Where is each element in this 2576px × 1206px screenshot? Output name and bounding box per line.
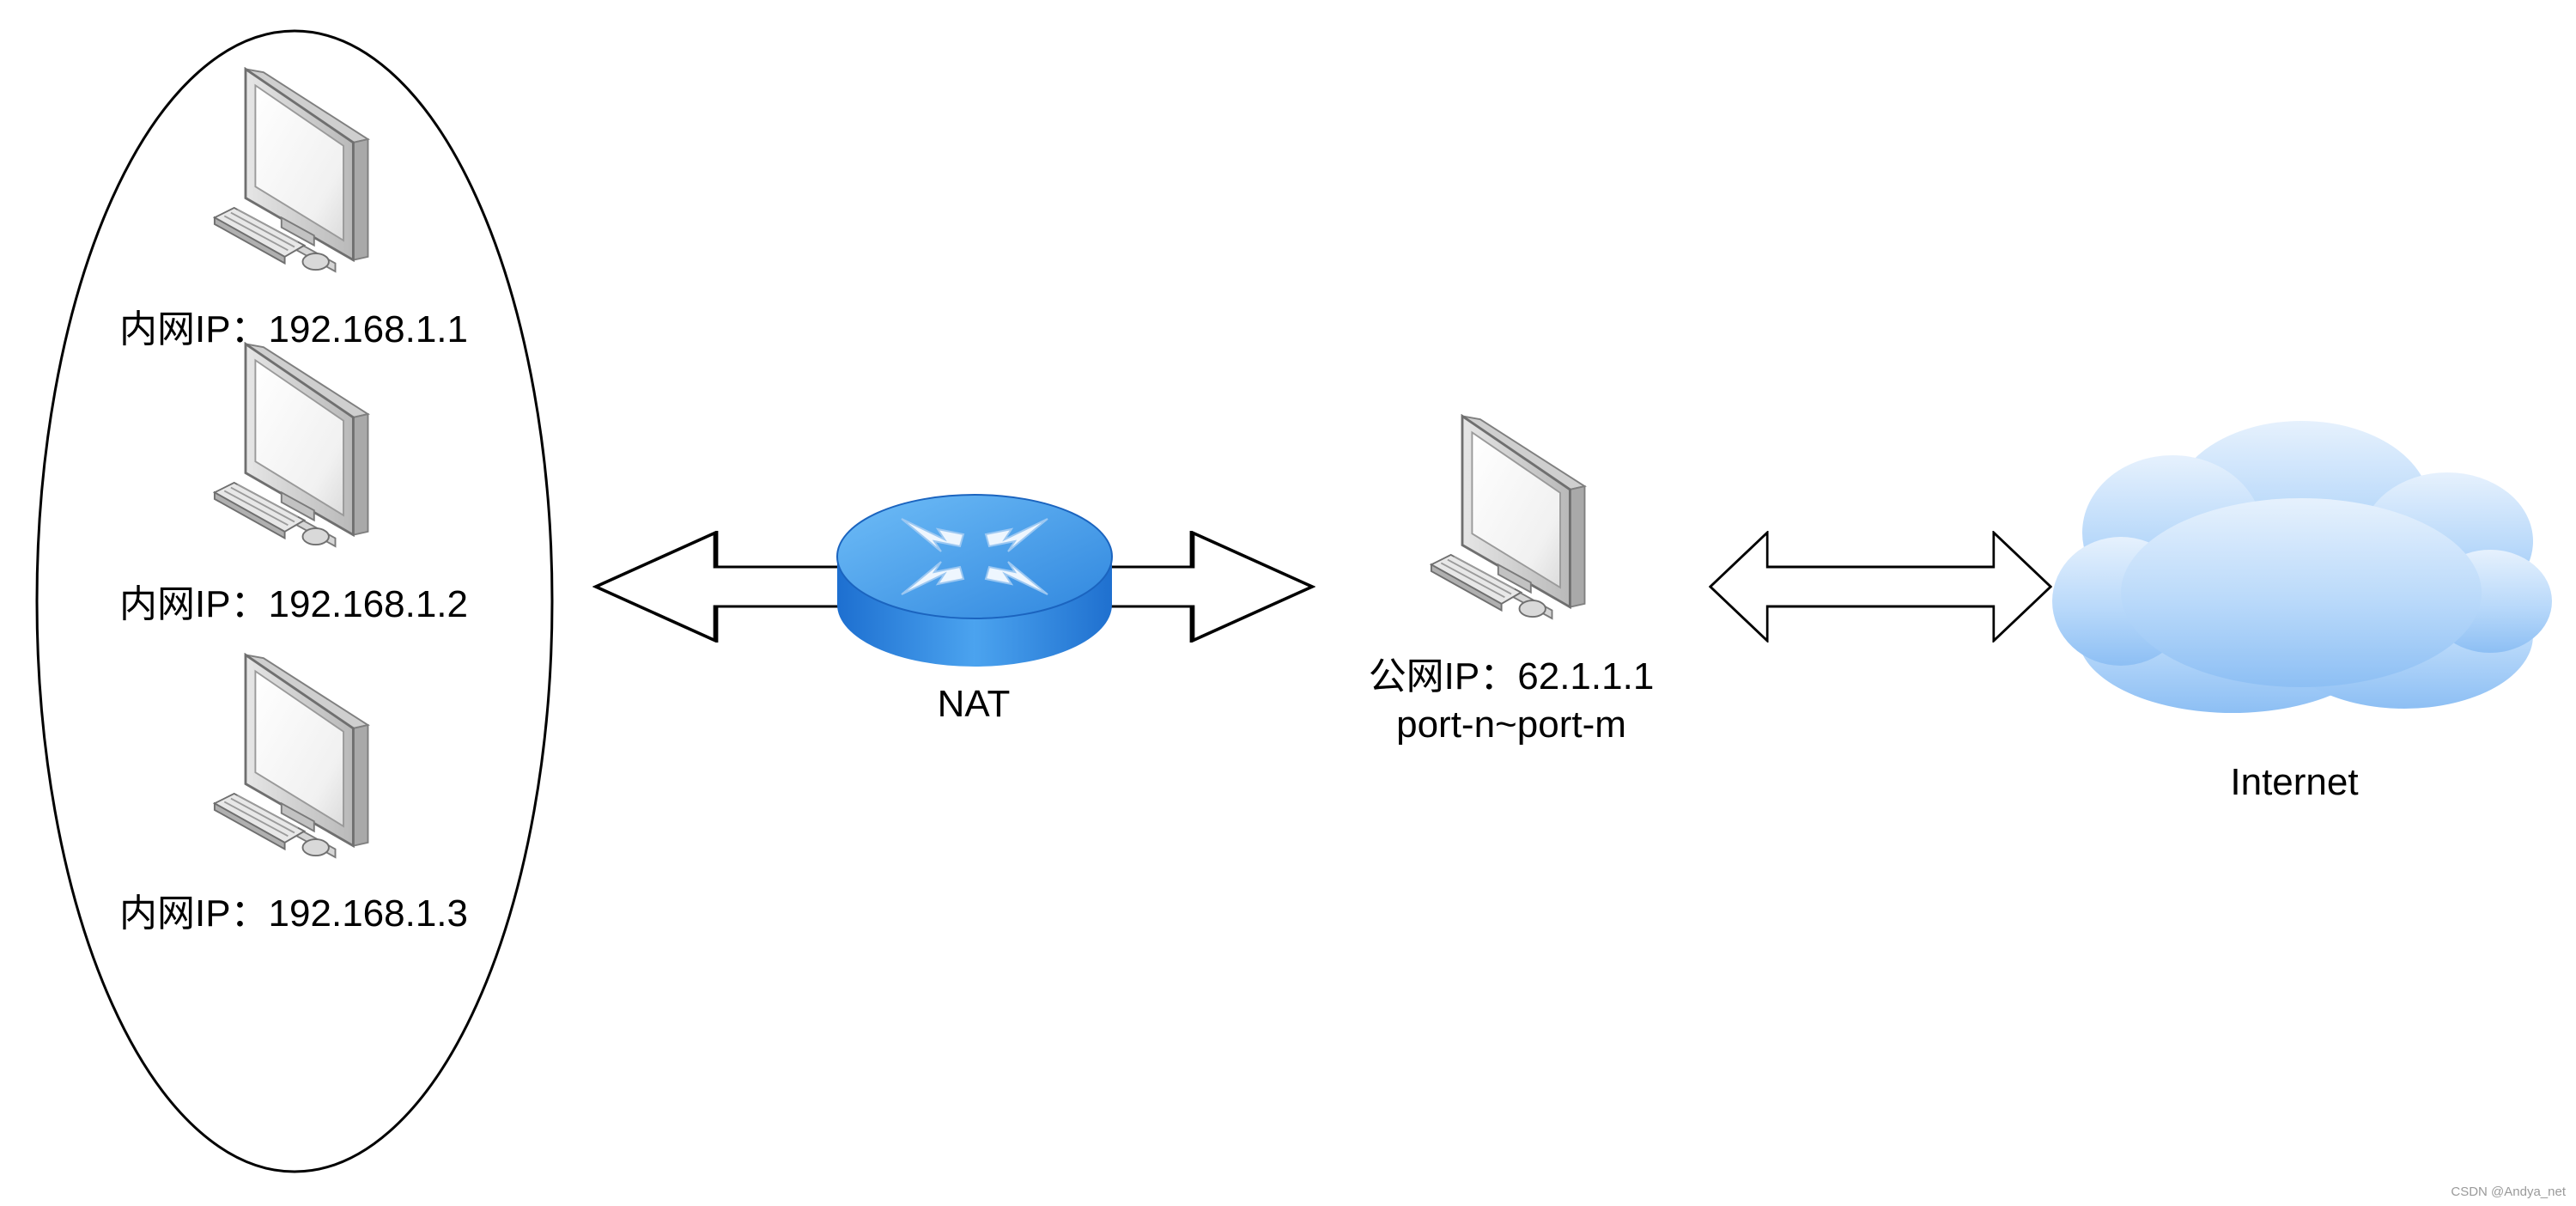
computer-icon [213, 342, 369, 548]
cloud-icon [2052, 421, 2552, 713]
computer-icon [1430, 414, 1586, 620]
router-icon [836, 494, 1113, 667]
internet-cloud: Internet [2052, 421, 2552, 803]
internet-label: Internet [2230, 761, 2358, 803]
host-2: 内网IP：192.168.1.2 [119, 342, 468, 625]
lan-group-ellipse [35, 29, 554, 1173]
host-1: 内网IP：192.168.1.1 [119, 67, 468, 350]
host-3: 内网IP：192.168.1.3 [119, 653, 468, 935]
public-host: 公网IP：62.1.1.1 port-n~port-m [1369, 414, 1655, 746]
nat-router: NAT [836, 494, 1113, 725]
public-ip-label: 公网IP：62.1.1.1 [1369, 655, 1655, 697]
host-1-ip-label: 内网IP：192.168.1.1 [119, 308, 468, 350]
host-2-ip-label: 内网IP：192.168.1.2 [119, 583, 468, 625]
computer-icon [213, 653, 369, 859]
watermark: CSDN @Andya_net [2451, 1185, 2566, 1199]
port-range-label: port-n~port-m [1396, 704, 1626, 746]
nat-label: NAT [938, 683, 1011, 725]
host-3-ip-label: 内网IP：192.168.1.3 [119, 892, 468, 935]
computer-icon [213, 67, 369, 273]
double-arrow-icon [1709, 531, 2052, 643]
